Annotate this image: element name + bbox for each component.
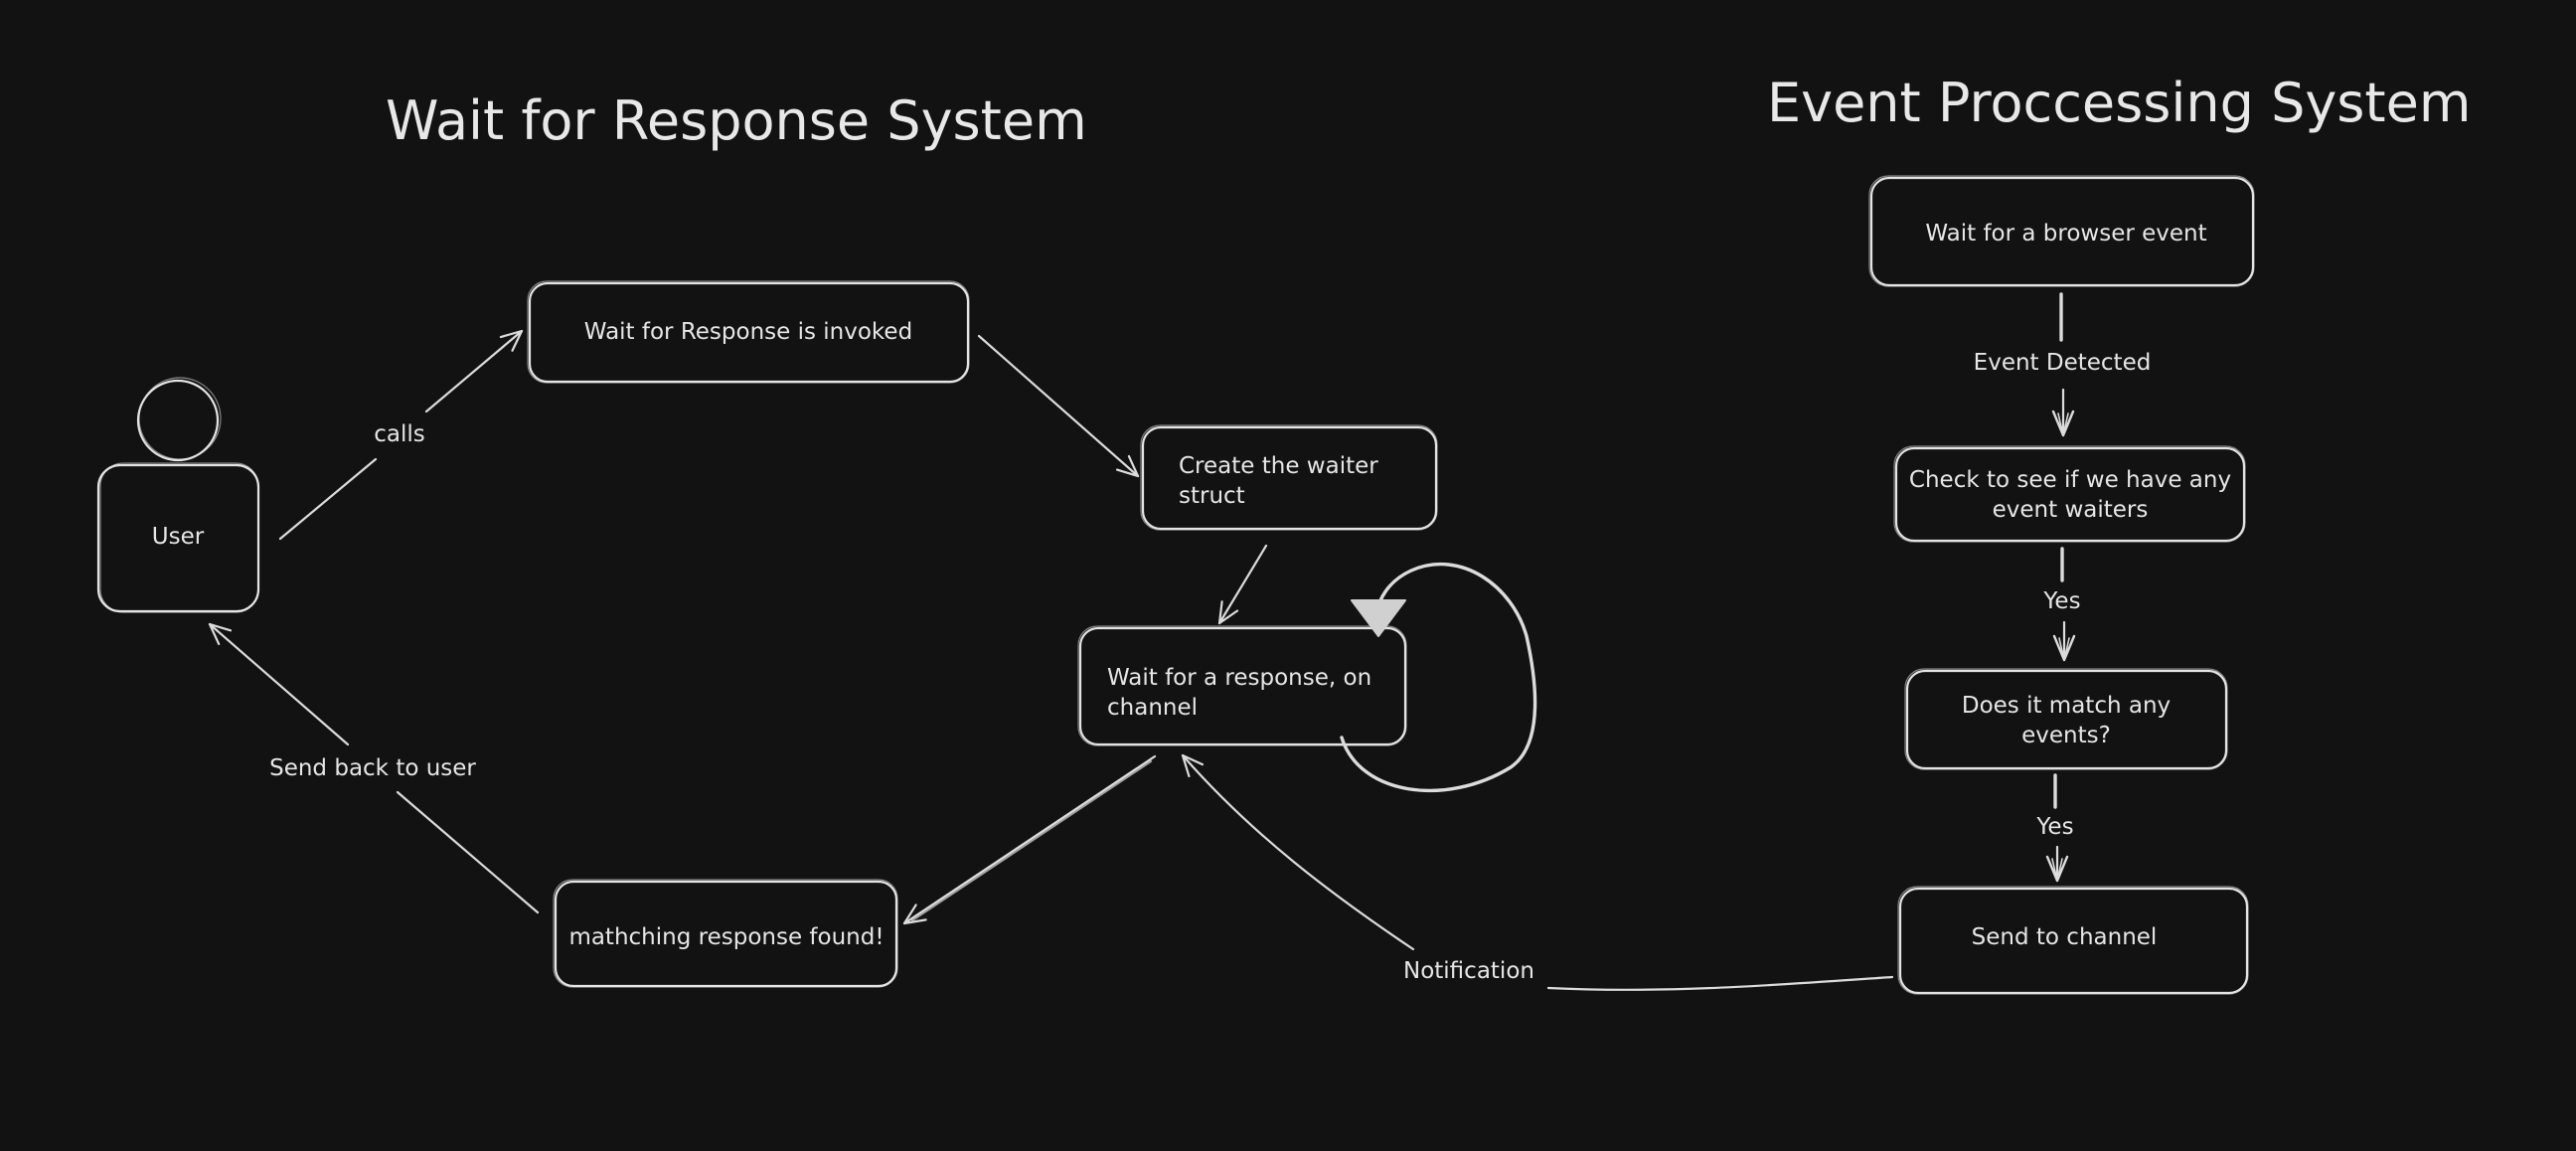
node-wait-channel-sketch	[1077, 625, 1407, 746]
node-match-events-label-line-1: Does it match any	[1962, 693, 2171, 719]
edge-send-back-to-user[interactable]: Send back to user	[208, 622, 540, 914]
edge-invoked-to-create-waiter[interactable]	[977, 334, 1140, 478]
title-event-processing-system: Event Proccessing System	[1767, 72, 2471, 134]
node-match-events-sketch	[1904, 668, 2228, 770]
edge-calls[interactable]: calls	[278, 329, 524, 541]
edge-yes-1[interactable]: Yes	[2042, 547, 2081, 662]
node-send-channel-label: Send to channel	[1972, 924, 2158, 950]
node-response-found-box	[554, 880, 898, 988]
node-browser-event-sketch	[1868, 175, 2255, 287]
node-match-events-label-line-2: events?	[2021, 723, 2111, 748]
user-body-sketch	[99, 462, 259, 613]
node-send-channel[interactable]: Send to channel	[1897, 886, 2249, 995]
node-response-invoked-label: Wait for Response is invoked	[584, 319, 912, 345]
node-send-channel-sketch	[1897, 886, 2249, 995]
edge-calls-label: calls	[374, 421, 425, 447]
edge-wait-channel-to-response-found[interactable]	[902, 754, 1157, 925]
edge-yes-2[interactable]: Yes	[2035, 773, 2074, 883]
edge-self-loop-path	[1340, 562, 1537, 793]
user-head-sketch	[138, 377, 222, 460]
node-send-channel-box	[1898, 887, 2249, 995]
edge-yes-2-label: Yes	[2035, 814, 2073, 840]
node-check-waiters-label-line-1: Check to see if we have any	[1909, 467, 2231, 493]
node-create-waiter-box	[1141, 425, 1438, 531]
node-browser-event-label: Wait for a browser event	[1925, 221, 2206, 247]
node-check-waiters-label-line-2: event waiters	[1993, 497, 2149, 523]
title-wait-for-response-system: Wait for Response System	[386, 89, 1087, 152]
node-create-waiter-sketch	[1140, 424, 1438, 531]
node-response-found-label: mathching response found!	[568, 924, 884, 950]
user-actor[interactable]: User	[96, 377, 260, 613]
node-browser-event-box	[1869, 176, 2255, 287]
node-wait-channel-label-line-1: Wait for a response, on	[1107, 665, 1371, 691]
edge-self-loop-arrowhead-icon	[1351, 599, 1406, 637]
node-wait-channel[interactable]: Wait for a response, on channel	[1077, 625, 1407, 746]
edge-wait-channel-self-loop[interactable]	[1340, 562, 1537, 793]
node-check-waiters-box	[1894, 446, 2246, 543]
user-label: User	[152, 524, 205, 550]
edge-wait-channel-to-response-found-line-1	[902, 754, 1157, 925]
node-wait-channel-box	[1078, 626, 1407, 746]
node-check-waiters-sketch	[1893, 445, 2246, 543]
edge-wait-channel-to-response-found-line-2	[910, 759, 1153, 922]
node-browser-event[interactable]: Wait for a browser event	[1868, 175, 2255, 287]
node-create-waiter-label-line-1: Create the waiter	[1179, 453, 1378, 479]
node-create-waiter[interactable]: Create the waiter struct	[1140, 424, 1438, 531]
node-response-invoked-sketch	[527, 280, 970, 384]
edge-notification-line-left	[1181, 753, 1415, 951]
edge-calls-line-2	[424, 329, 524, 413]
edge-event-detected[interactable]: Event Detected	[1974, 292, 2152, 437]
edge-send-back-line-1	[396, 790, 540, 914]
node-response-found-sketch	[553, 879, 898, 988]
node-response-found[interactable]: mathching response found!	[553, 879, 898, 988]
node-match-events[interactable]: Does it match any events?	[1904, 668, 2228, 770]
edge-notification-label: Notification	[1403, 958, 1534, 984]
node-check-waiters[interactable]: Check to see if we have any event waiter…	[1893, 445, 2246, 543]
edge-notification-line-right	[1546, 975, 1894, 991]
node-wait-channel-label-line-2: channel	[1107, 695, 1198, 721]
node-create-waiter-label-line-2: struct	[1179, 483, 1245, 509]
edge-calls-line-1	[278, 457, 378, 541]
edge-create-waiter-to-wait-channel[interactable]	[1217, 544, 1268, 625]
node-match-events-box	[1905, 669, 2228, 770]
edge-event-detected-label: Event Detected	[1974, 350, 2152, 376]
edge-notification[interactable]: Notification	[1181, 753, 1894, 991]
node-response-invoked-box	[528, 281, 970, 384]
edge-send-back-line-2	[208, 622, 350, 746]
edge-send-back-label: Send back to user	[269, 755, 476, 781]
edge-yes-1-label: Yes	[2042, 588, 2080, 614]
user-head-icon	[136, 379, 220, 462]
node-response-invoked[interactable]: Wait for Response is invoked	[527, 280, 970, 384]
